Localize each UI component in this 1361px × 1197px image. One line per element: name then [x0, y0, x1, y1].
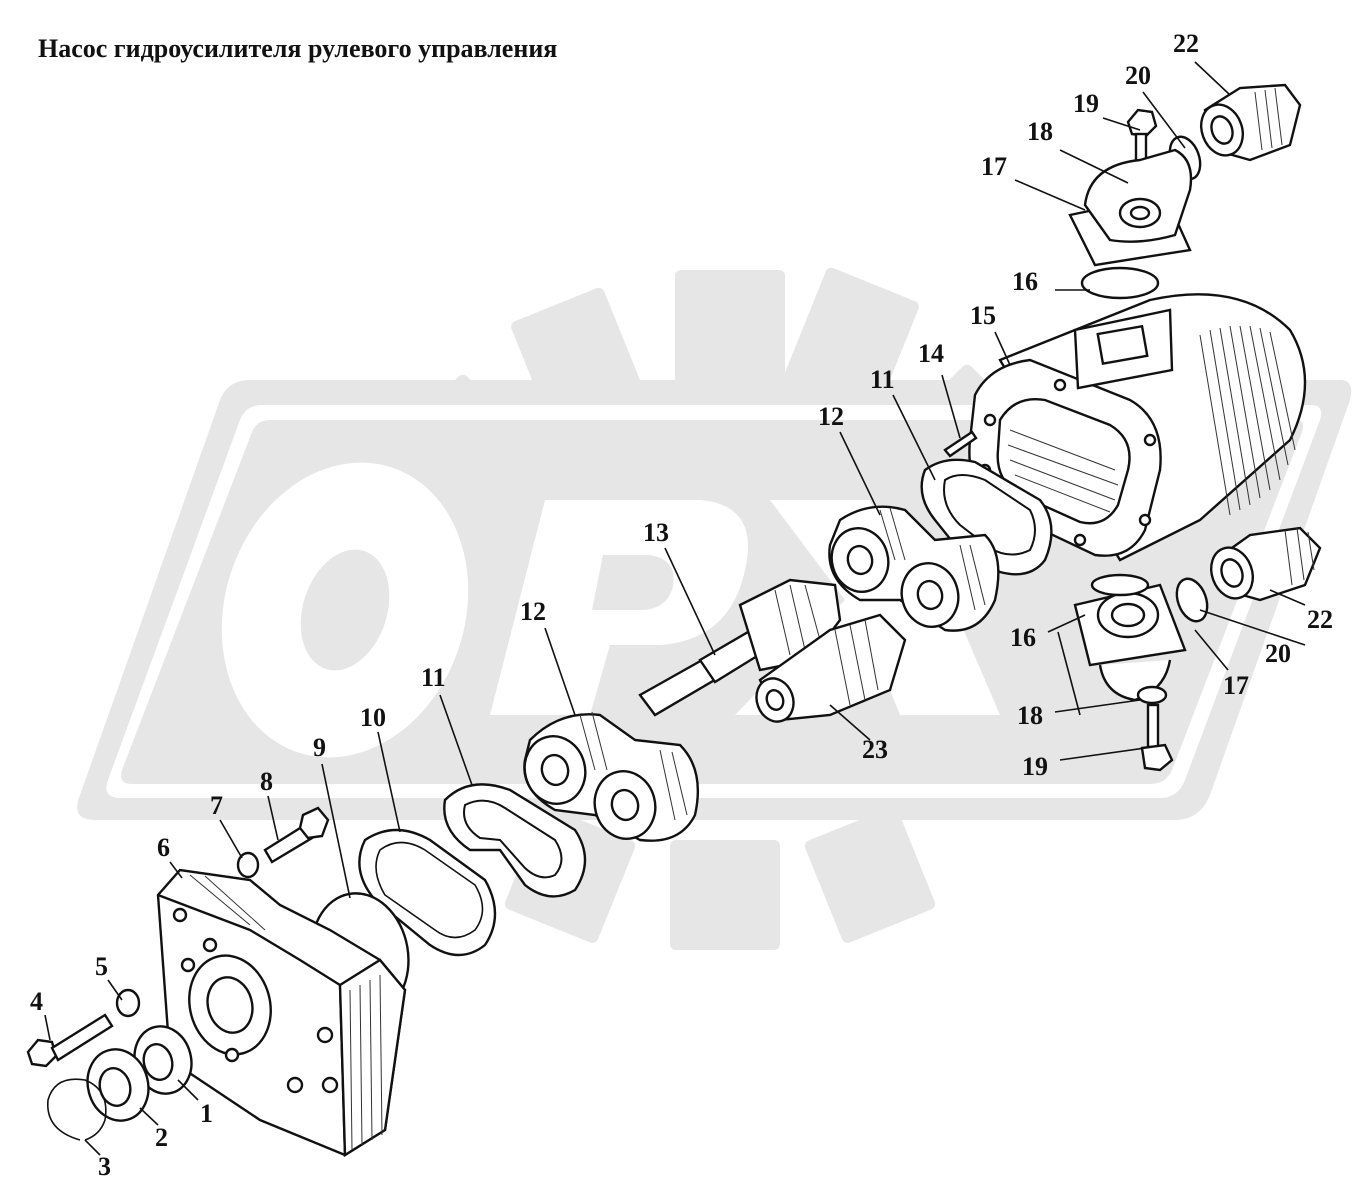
callout-4: 4 [30, 987, 43, 1016]
washer-18-lower [1136, 685, 1168, 705]
callout-14: 14 [918, 339, 944, 368]
callout-16-lower: 16 [1010, 623, 1036, 652]
fitting-22-lower [1210, 526, 1322, 602]
callout-18-lower: 18 [1017, 701, 1043, 730]
callout-6: 6 [157, 833, 170, 862]
callout-17-lower: 17 [1223, 671, 1249, 700]
bushing-12-upper [828, 505, 1000, 632]
front-cover-6 [156, 868, 407, 1158]
callout-numbers: 22 20 19 18 17 16 15 14 11 12 13 12 11 1… [30, 29, 1333, 1181]
bolt-4 [26, 1013, 114, 1068]
leader-lines [44, 61, 1306, 1156]
callout-20-top: 20 [1125, 61, 1151, 90]
callout-23: 23 [862, 735, 888, 764]
callout-2: 2 [155, 1123, 168, 1152]
lock-washer-7 [236, 851, 260, 879]
callout-3: 3 [98, 1152, 111, 1181]
dowel-pin-14 [943, 430, 978, 458]
circlip-3 [47, 1078, 107, 1141]
callout-5: 5 [95, 952, 108, 981]
bolt-8 [263, 806, 330, 864]
gasket-16-top [1080, 266, 1160, 300]
seal-plate-11-lower [443, 783, 587, 898]
callout-19-lower: 19 [1022, 752, 1048, 781]
fitting-22-top [1200, 83, 1302, 162]
bearing-1 [133, 1025, 193, 1095]
bolt-19-top [1126, 108, 1158, 178]
callout-22-top: 22 [1173, 29, 1199, 58]
callout-10: 10 [360, 703, 386, 732]
callout-16-top: 16 [1012, 267, 1038, 296]
callout-7: 7 [210, 791, 223, 820]
bolt-19-lower [1140, 703, 1174, 772]
callout-9: 9 [313, 733, 326, 762]
callout-1: 1 [200, 1099, 213, 1128]
elbow-flange-17-top [1068, 148, 1193, 267]
bushing-12-lower [523, 711, 699, 842]
callout-13: 13 [643, 518, 669, 547]
callout-22-lower: 22 [1307, 605, 1333, 634]
lock-washer-5 [115, 988, 141, 1018]
gasket-10 [358, 828, 497, 957]
washer-20-lower [1175, 577, 1209, 623]
watermark-letters [221, 462, 1060, 758]
diagram-title: Насос гидроусилителя рулевого управления [38, 34, 558, 63]
callout-20-lower: 20 [1265, 639, 1291, 668]
driven-gear-23 [755, 613, 907, 723]
callout-18-top: 18 [1027, 117, 1053, 146]
callout-19-top: 19 [1073, 89, 1099, 118]
callout-12-upper: 12 [818, 402, 844, 431]
callout-15: 15 [970, 301, 996, 330]
callout-8: 8 [260, 767, 273, 796]
oil-seal-2 [86, 1048, 150, 1122]
seal-plate-11-upper [920, 458, 1053, 576]
callout-12-lower: 12 [520, 597, 546, 626]
callout-11-lower: 11 [421, 663, 446, 692]
gasket-16-lower [1090, 573, 1150, 597]
callout-17-top: 17 [981, 152, 1007, 181]
callout-11-upper: 11 [870, 365, 895, 394]
pump-housing-15 [968, 293, 1307, 562]
